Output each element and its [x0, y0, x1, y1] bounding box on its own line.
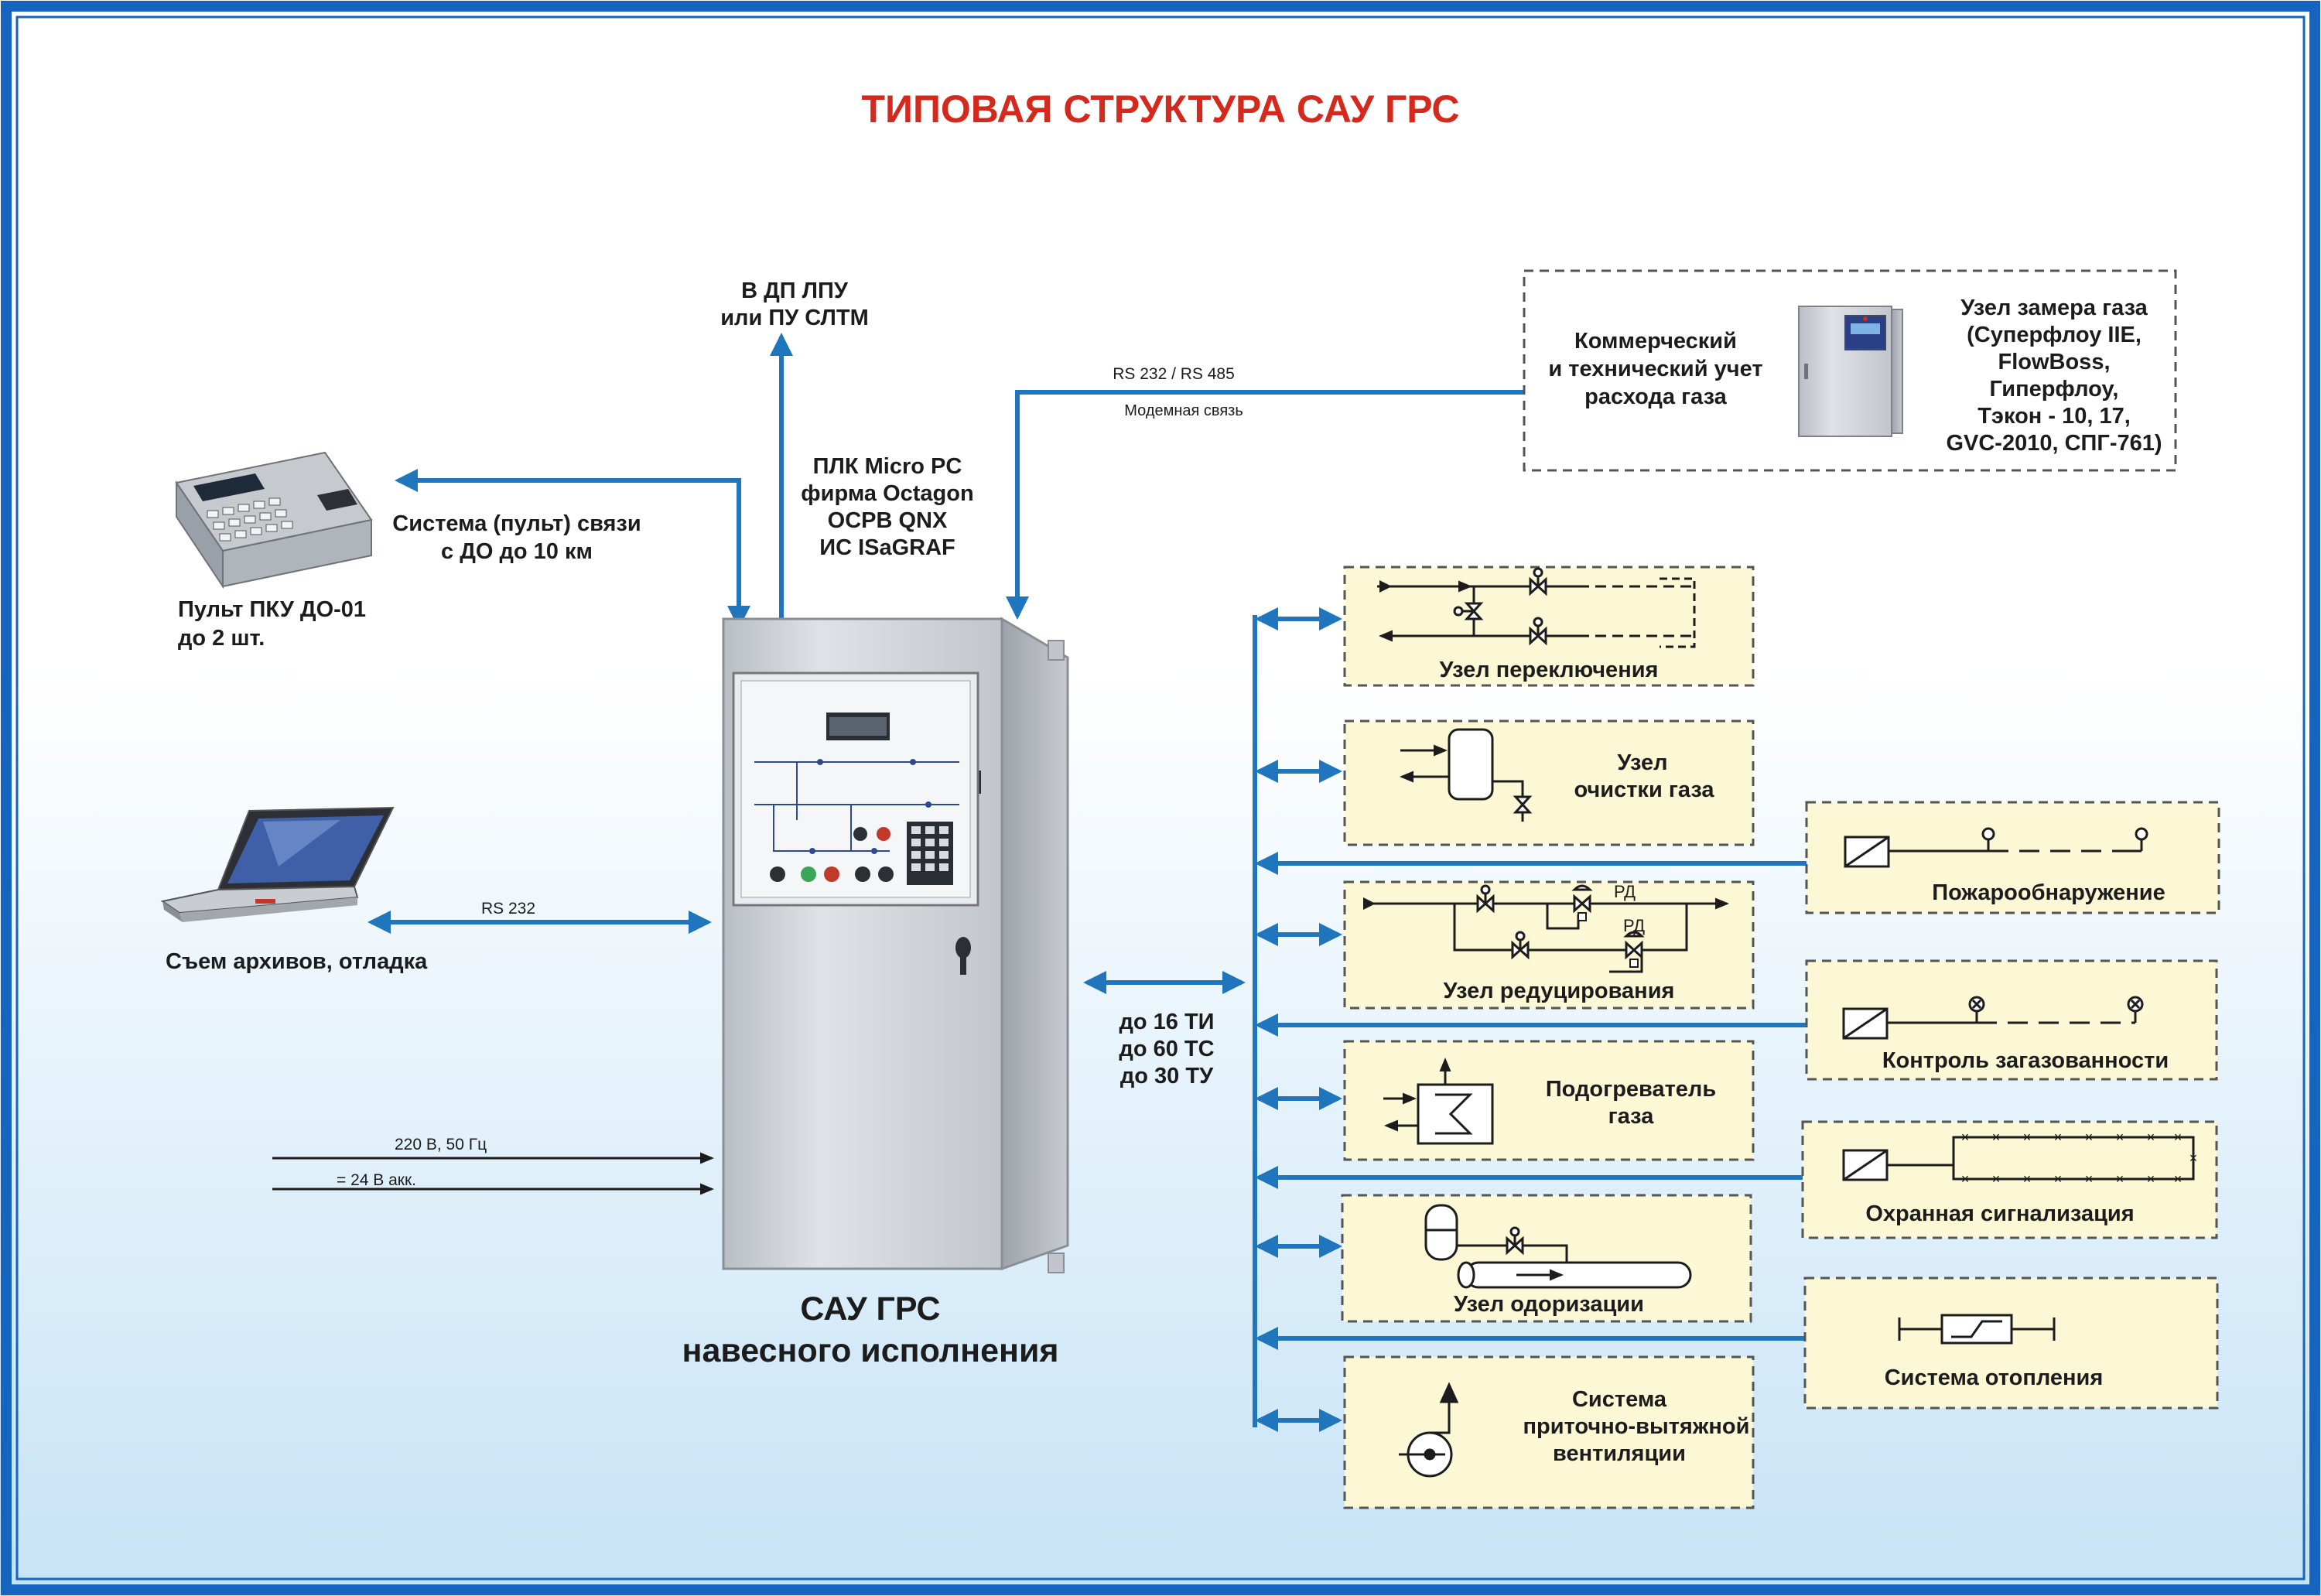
metering-left-line1: Коммерческий [1574, 329, 1737, 354]
metering-right-line1: Узел замера газа [1960, 296, 2148, 320]
plc-line4: ИС ISaGRAF [819, 535, 955, 560]
svg-text:×: × [2085, 1130, 2094, 1145]
link-console-arrow [395, 469, 750, 629]
ventilation-line3: вентиляции [1553, 1441, 1686, 1466]
svg-text:×: × [1992, 1171, 2001, 1187]
console-comm-line1: Система (пульт) связи [392, 511, 641, 536]
heating-system-label: Система отопления [1885, 1365, 2104, 1390]
security-alarm-label: Охранная сигнализация [1865, 1201, 2134, 1226]
io-line3: до 30 ТУ [1120, 1064, 1214, 1088]
io-line2: до 60 ТС [1119, 1037, 1214, 1061]
box-ventilation-system: Система приточно-вытяжной вентиляции [1343, 1355, 1755, 1509]
box-security-alarm: × × × × × × × × × × × × × × × × × Охранная сигнализаци… [1801, 1120, 2218, 1239]
power-label-dc: = 24 В акк. [337, 1171, 416, 1189]
rs-link-line1: RS 232 / RS 485 [1113, 365, 1235, 383]
svg-text:×: × [2174, 1130, 2183, 1145]
svg-text:×: × [2023, 1171, 2032, 1187]
metering-right-line3: FlowBoss, [1998, 350, 2110, 374]
laptop-rs-label: RS 232 [481, 900, 535, 918]
box-switching-node: Узел переключения [1343, 566, 1755, 687]
box-gas-contamination: Контроль загазованности [1805, 959, 2218, 1081]
plc-line3: ОСРВ QNX [828, 508, 948, 533]
reducer-label-1: РД [1614, 882, 1636, 901]
svg-text:×: × [2147, 1130, 2155, 1145]
box-odorization-node: Узел одоризации [1341, 1194, 1752, 1323]
ventilation-line1: Система [1572, 1387, 1667, 1412]
svg-text:×: × [2054, 1171, 2063, 1187]
connection-lines [367, 333, 1807, 1432]
ventilation-line2: приточно-вытяжной [1523, 1414, 1750, 1439]
metering-right-line6: GVC-2010, СПГ-761) [1946, 431, 2162, 456]
metering-right-line2: (Суперфлоу IIE, [1967, 323, 2142, 347]
gas-heater-line1: Подогреватель [1546, 1077, 1716, 1102]
console-pku-icon [175, 451, 373, 590]
gas-contamination-label: Контроль загазованности [1882, 1048, 2169, 1073]
metering-right-line4: Гиперфлоу, [1990, 377, 2119, 402]
metering-box: Коммерческий и технический учет расхода … [1523, 269, 2177, 472]
box-heating-system: Система отопления [1803, 1276, 2219, 1410]
flow-computer-cabinet-icon [1798, 306, 1903, 437]
plc-line1: ПЛК Micro PC [813, 454, 962, 479]
main-unit-line1: САУ ГРС [800, 1290, 940, 1328]
svg-text:×: × [2054, 1130, 2063, 1145]
box-gas-heater: Подогреватель газа [1343, 1040, 1755, 1161]
fire-detection-label: Пожарообнаружение [1932, 880, 2165, 905]
odorization-node-label: Узел одоризации [1454, 1292, 1644, 1317]
switch-node-label: Узел переключения [1440, 658, 1659, 682]
svg-text:×: × [2189, 1150, 2198, 1166]
svg-text:×: × [1992, 1130, 2001, 1145]
laptop-icon [160, 806, 395, 922]
box-reduction-node: РД РД Узел редуцирования [1343, 880, 1755, 1010]
svg-text:×: × [2085, 1171, 2094, 1187]
link-metering-arrow [1006, 390, 1524, 620]
plc-line2: фирма Octagon [801, 481, 973, 506]
svg-text:×: × [2023, 1130, 2032, 1145]
power-label-ac: 220 В, 50 Гц [395, 1136, 487, 1153]
console-name-line2: до 2 шт. [178, 626, 265, 651]
main-cabinet-icon [722, 617, 1069, 1273]
main-unit-line2: навесного исполнения [682, 1332, 1058, 1369]
inner-frame [15, 15, 2306, 1581]
gas-heater-line2: газа [1608, 1104, 1655, 1129]
box-gas-cleaning: Узел очистки газа [1343, 719, 1755, 846]
box-fire-detection: Пожарообнаружение [1805, 801, 2220, 914]
svg-text:×: × [2116, 1171, 2124, 1187]
console-name-line1: Пульт ПКУ ДО-01 [178, 597, 366, 622]
svg-text:×: × [2174, 1171, 2183, 1187]
metering-right-line5: Тэкон - 10, 17, [1977, 404, 2131, 429]
top-link-line2: или ПУ СЛТМ [720, 306, 869, 330]
svg-text:×: × [2147, 1171, 2155, 1187]
metering-left-line2: и технический учет [1548, 357, 1762, 381]
svg-text:×: × [1961, 1171, 1970, 1187]
metering-left-line3: расхода газа [1584, 384, 1728, 409]
reduction-node-label: Узел редуцирования [1444, 979, 1675, 1003]
svg-text:×: × [2116, 1130, 2124, 1145]
rs-link-line2: Модемная связь [1124, 402, 1243, 419]
page-title: ТИПОВАЯ СТРУКТУРА САУ ГРС [861, 87, 1459, 131]
power-lines [272, 1152, 714, 1195]
top-link-line1: В ДП ЛПУ [741, 279, 849, 303]
laptop-label: Съем архивов, отладка [166, 949, 428, 974]
io-line1: до 16 ТИ [1119, 1010, 1214, 1034]
gas-cleaning-line1: Узел [1617, 750, 1667, 775]
reducer-label-2: РД [1623, 916, 1645, 935]
svg-text:×: × [1961, 1130, 1970, 1145]
gas-cleaning-line2: очистки газа [1574, 777, 1714, 802]
console-comm-line2: с ДО до 10 км [441, 539, 593, 564]
